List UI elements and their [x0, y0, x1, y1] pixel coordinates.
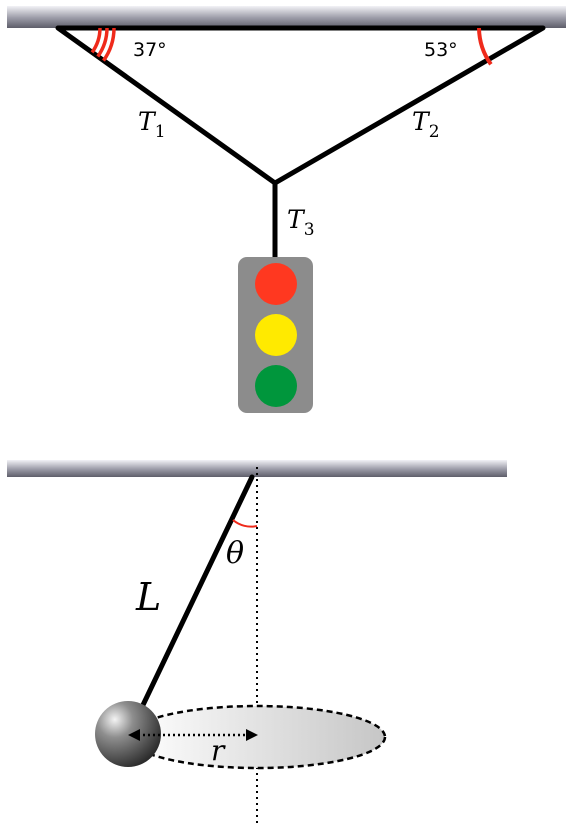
- traffic-light: [238, 257, 313, 413]
- rope-t2: [272, 25, 546, 186]
- angle-label-right: 53°: [424, 39, 458, 61]
- angle-label-left: 37°: [133, 39, 167, 61]
- rope-t1: [55, 25, 278, 186]
- yellow-lamp: [255, 314, 297, 356]
- angle-arc-right: [477, 27, 493, 66]
- radius-label: r: [211, 734, 226, 767]
- length-label: L: [135, 575, 161, 619]
- angle-arc-left: [90, 27, 116, 62]
- tension-label-t1: T1: [138, 107, 166, 142]
- theta-label: θ: [226, 536, 244, 571]
- red-lamp: [255, 263, 297, 305]
- pendulum-bob: [95, 701, 161, 767]
- theta-angle-arc: [232, 519, 258, 528]
- circular-path-disc: [127, 704, 387, 770]
- radius-arrow: [128, 729, 258, 741]
- traffic-light-diagram: 37° 53° T1 T2 T3: [7, 6, 566, 413]
- conical-pendulum-diagram: L θ r: [7, 460, 507, 827]
- pendulum-string: [140, 474, 255, 708]
- tension-label-t2: T2: [412, 107, 440, 142]
- green-lamp: [255, 365, 297, 407]
- ceiling-bar-top: [7, 6, 566, 28]
- tension-label-t3: T3: [287, 205, 315, 240]
